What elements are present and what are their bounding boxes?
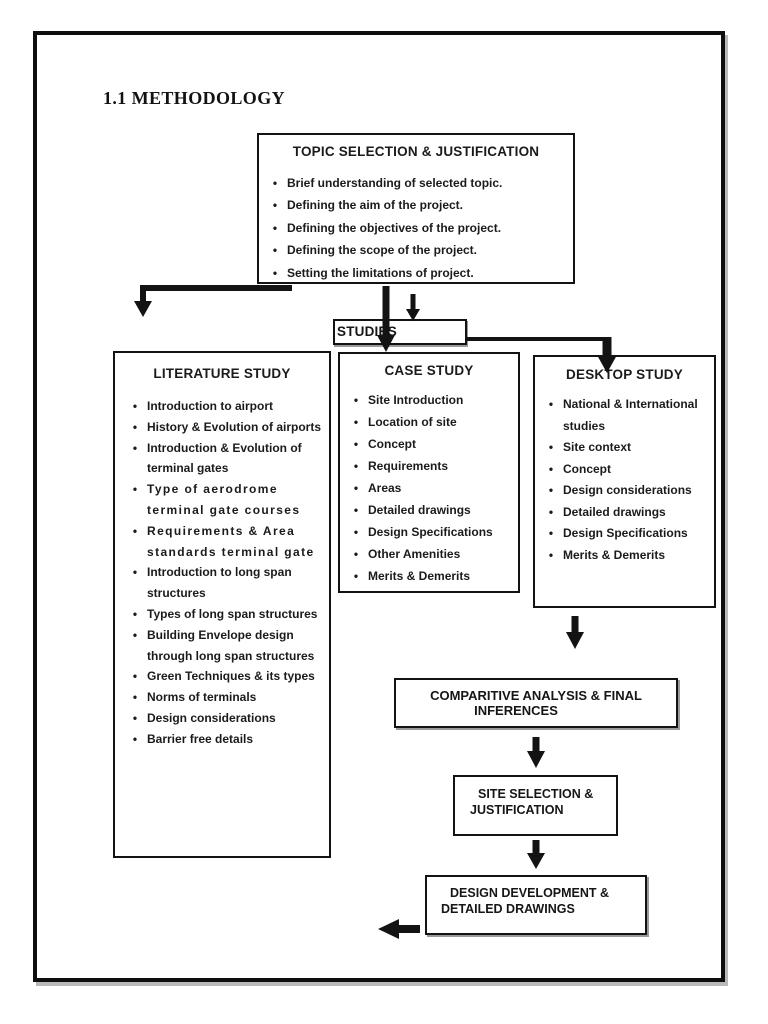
bullet-icon: • (353, 481, 359, 495)
case-study-box: CASE STUDY •Site Introduction •Location … (338, 352, 520, 593)
desktop-study-heading: DESKTOP STUDY (566, 367, 683, 382)
bullet-icon: • (132, 419, 138, 434)
bullet-icon: • (353, 415, 359, 429)
list-item: •Design Specifications (344, 521, 516, 543)
list-item: •Defining the scope of the project. (263, 239, 573, 261)
bullet-icon: • (353, 547, 359, 561)
literature-study-box: LITERATURE STUDY •Introduction to airpor… (113, 351, 331, 858)
list-item: •Merits & Demerits (344, 565, 516, 587)
list-item: •Introduction to airport (123, 396, 325, 417)
topic-selection-list: •Brief understanding of selected topic. … (263, 172, 573, 284)
topic-selection-box: TOPIC SELECTION & JUSTIFICATION •Brief u… (257, 133, 575, 284)
list-item: •Brief understanding of selected topic. (263, 172, 573, 194)
comparative-analysis-box: COMPARITIVE ANALYSIS & FINAL INFERENCES (394, 678, 678, 728)
bullet-icon: • (353, 437, 359, 451)
list-item: •Other Amenities (344, 543, 516, 565)
list-item: •Barrier free details (123, 729, 325, 750)
bullet-icon: • (353, 393, 359, 407)
case-study-list: •Site Introduction •Location of site •Co… (344, 389, 516, 587)
desktop-study-list: •National & International studies •Site … (539, 394, 712, 566)
case-study-heading: CASE STUDY (384, 363, 474, 378)
bullet-icon: • (132, 523, 138, 538)
literature-study-list: •Introduction to airport •History & Evol… (123, 396, 325, 750)
list-item: •Defining the aim of the project. (263, 194, 573, 216)
bullet-icon: • (132, 690, 138, 705)
bullet-icon: • (132, 606, 138, 621)
list-item: •Requirements (344, 455, 516, 477)
list-item: •Introduction & Evolution of terminal ga… (123, 438, 325, 480)
list-item: •Detailed drawings (344, 499, 516, 521)
list-item: •History & Evolution of airports (123, 417, 325, 438)
bullet-icon: • (132, 482, 138, 497)
bullet-icon: • (548, 526, 554, 540)
list-item: •Design Specifications (539, 523, 712, 545)
bullet-icon: • (272, 243, 278, 258)
bullet-icon: • (353, 459, 359, 473)
bullet-icon: • (353, 525, 359, 539)
list-item: •Types of long span structures (123, 604, 325, 625)
studies-label: STUDIES (337, 324, 397, 339)
list-item: •Setting the limitations of project. (263, 262, 573, 284)
bullet-icon: • (132, 440, 138, 455)
bullet-icon: • (132, 565, 138, 580)
bullet-icon: • (272, 220, 278, 235)
list-item: •Building Envelope design through long s… (123, 625, 325, 667)
design-development-box: DESIGN DEVELOPMENT & DETAILED DRAWINGS (425, 875, 647, 935)
list-item: •Design considerations (539, 480, 712, 502)
list-item: •Concept (344, 433, 516, 455)
bullet-icon: • (272, 265, 278, 280)
bullet-icon: • (548, 397, 554, 411)
section-title: 1.1 METHODOLOGY (103, 88, 286, 108)
list-item: •Introduction to long span structures (123, 562, 325, 604)
list-item: •Areas (344, 477, 516, 499)
list-item: •Norms of terminals (123, 687, 325, 708)
bullet-icon: • (132, 399, 138, 413)
list-item: •National & International studies (539, 394, 712, 437)
comparative-analysis-line2: INFERENCES (474, 703, 558, 718)
bullet-icon: • (548, 440, 554, 454)
design-development-line1: DESIGN DEVELOPMENT & (450, 886, 610, 900)
design-development-line2: DETAILED DRAWINGS (441, 902, 575, 916)
bullet-icon: • (272, 198, 278, 213)
list-item: •Type of aerodrome terminal gate courses (123, 479, 325, 521)
bullet-icon: • (548, 504, 554, 519)
list-item: •Site context (539, 437, 712, 459)
comparative-analysis-line1: COMPARITIVE ANALYSIS & FINAL (430, 688, 642, 703)
list-item: •Concept (539, 459, 712, 481)
bullet-icon: • (548, 461, 554, 476)
list-item: •Defining the objectives of the project. (263, 217, 573, 239)
list-item: •Design considerations (123, 708, 325, 729)
list-item: •Green Techniques & its types (123, 666, 325, 687)
bullet-icon: • (548, 547, 554, 562)
studies-box: STUDIES (333, 319, 467, 345)
bullet-icon: • (272, 176, 278, 190)
list-item: •Location of site (344, 411, 516, 433)
list-item: •Requirements & Area standards terminal … (123, 521, 325, 563)
literature-study-heading: LITERATURE STUDY (153, 366, 291, 381)
topic-selection-heading: TOPIC SELECTION & JUSTIFICATION (292, 144, 540, 159)
list-item: •Detailed drawings (539, 502, 712, 524)
desktop-study-box: DESKTOP STUDY •National & International … (533, 355, 716, 608)
bullet-icon: • (353, 503, 359, 517)
bullet-icon: • (132, 669, 138, 684)
bullet-icon: • (353, 569, 359, 583)
bullet-icon: • (132, 627, 138, 642)
list-item: •Merits & Demerits (539, 545, 712, 567)
bullet-icon: • (548, 483, 554, 497)
list-item: •Site Introduction (344, 389, 516, 411)
site-selection-box: SITE SELECTION & JUSTIFICATION (453, 775, 618, 836)
site-selection-line2: JUSTIFICATION (470, 803, 564, 817)
bullet-icon: • (132, 710, 138, 725)
site-selection-line1: SITE SELECTION & (478, 787, 594, 801)
bullet-icon: • (132, 731, 138, 746)
